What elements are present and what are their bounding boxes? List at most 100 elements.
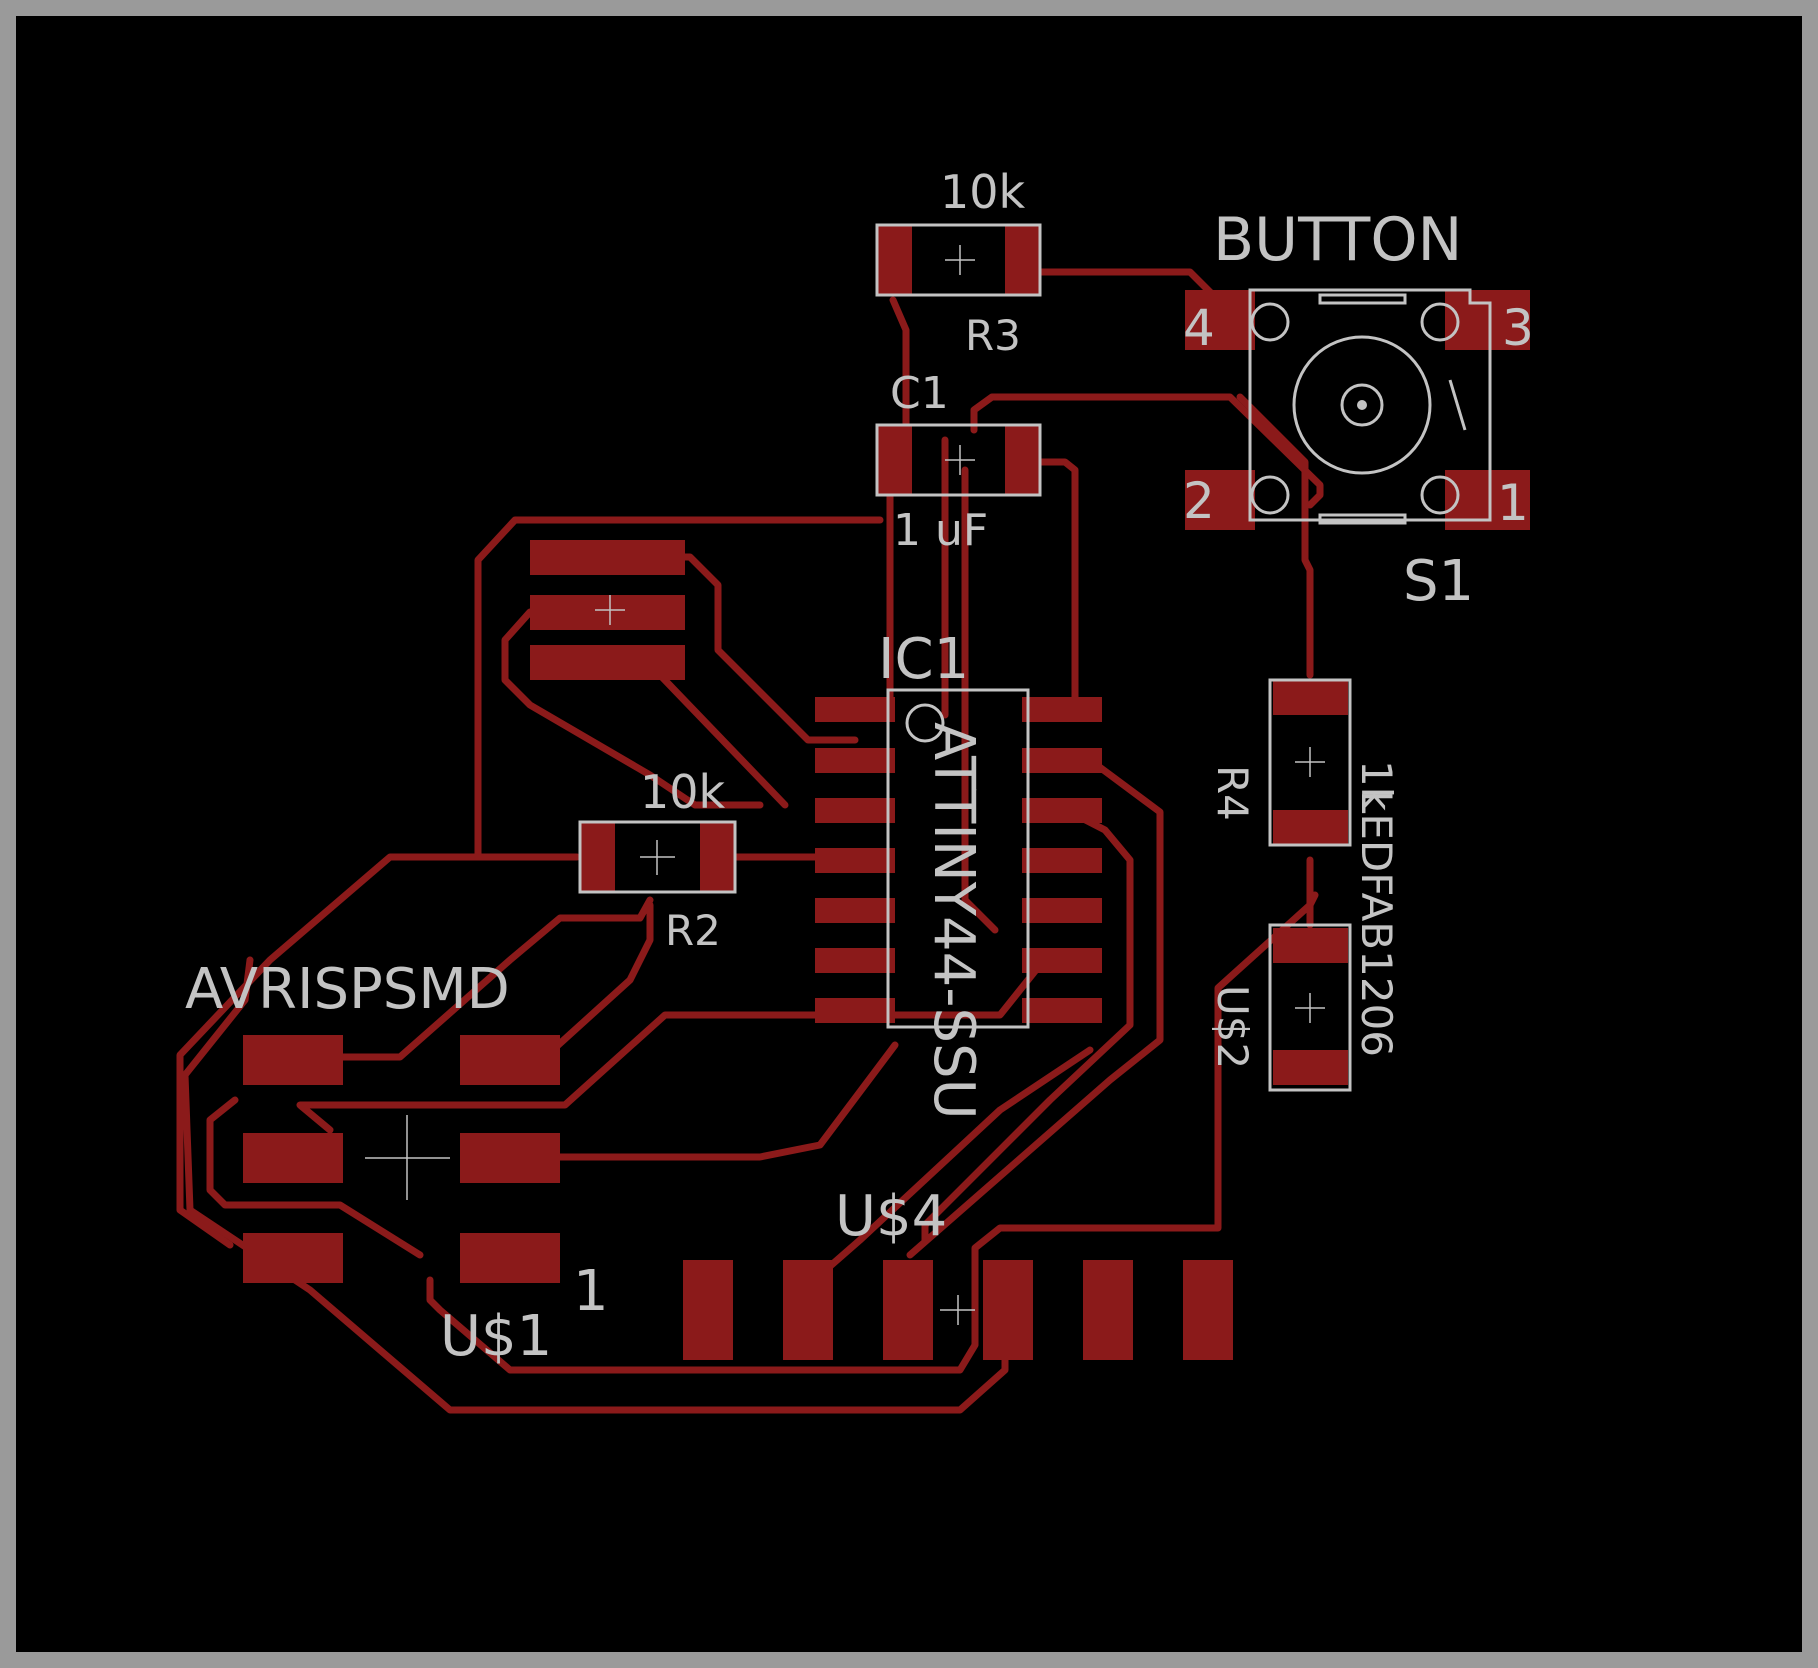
ic1-outline [886,688,1030,1029]
ic1-pin-3 [815,798,895,823]
s1-switch-line [1448,379,1467,431]
c1-pad-2 [1005,425,1040,495]
r3-pad-2 [1005,225,1040,295]
s1-hole-4 [1250,302,1290,342]
r2-pad-2 [700,822,735,892]
s1-name-label: S1 [1403,549,1474,614]
trace-c1-top-button [970,393,1324,509]
trace-ftdi-gnd [181,956,1009,1414]
r2-value-label: 10k [640,765,726,819]
s1-pin1-label: 1 [1497,474,1529,532]
c1-value-label: 1 uF [893,505,988,556]
ic1-pin-8 [1022,998,1102,1023]
s1-pin3-label: 3 [1502,299,1534,357]
ftdi-pad-3 [883,1260,933,1360]
isp-pad-3 [460,1133,560,1183]
s1-pad-4 [1185,290,1255,350]
ftdi-pad-1 [683,1260,733,1360]
ic1-pin1-marker [905,703,945,743]
s1-pad-2 [1185,470,1255,530]
ic1-pin-12 [1022,798,1102,823]
ic1-pin-10 [1022,898,1102,923]
r2-pad-1 [580,822,615,892]
isp-pad-6 [243,1035,343,1085]
u2-name-label: U$2 [1208,985,1257,1069]
ic1-name-label: IC1 [878,627,969,692]
s1-outline [1248,288,1492,522]
r4-value-label: 1k [1352,760,1401,812]
s1-hole-3 [1420,302,1460,342]
ftdi-pad-6 [1183,1260,1233,1360]
u1-pin1-label: 1 [573,1259,609,1324]
button-value-label: BUTTON [1213,205,1462,275]
trace-r2-left [176,853,581,1249]
r4-pad-1 [1273,680,1348,715]
s1-top-bar [1318,293,1407,305]
copper-pads [243,225,1530,1360]
trace-isp-mid-right [551,1041,899,1161]
c1-outline [875,423,1042,497]
r4-pad-2 [1273,810,1348,845]
trace-ic-right-2 [921,808,1134,1244]
ic1-value-label: ATTINY44-SSU [921,722,986,1120]
u4-name-label: U$4 [835,1184,947,1249]
trace-isp-miso [206,1096,424,1259]
trace-c1-ic-right [1036,458,1079,704]
trace-isp-to-r2 [336,896,654,1061]
s1-pin2-label: 2 [1183,472,1215,530]
ftdi-pad-2 [783,1260,833,1360]
ftdi-pad-4 [983,1260,1033,1360]
s1-circle-outer [1292,335,1432,475]
isp-pad-5 [460,1035,560,1085]
ic1-pin-11 [1022,848,1102,873]
u2-pad-1 [1273,928,1348,963]
u2-outline [1268,923,1352,1092]
s1-bottom-bar [1318,513,1407,525]
ic1-pin-5 [815,898,895,923]
c1-pad-1 [877,425,912,495]
r4-outline [1268,678,1352,847]
u1-name-label: U$1 [440,1304,552,1369]
ic1-pin-14 [1022,697,1102,722]
ic1-pin-9 [1022,948,1102,973]
silkscreen-labels: 10k R3 BUTTON S1 4 3 2 1 C1 1 uF IC1 ATT… [185,165,1534,1369]
trace-ic-right-1 [906,756,1164,1259]
r4-name-label: R4 [1208,765,1257,821]
trace-button-r4 [1236,393,1314,679]
r3-value-label: 10k [940,165,1026,219]
ic1-pin-4 [815,848,895,873]
u2-pad-2 [1273,1050,1348,1085]
r3-pad-1 [877,225,912,295]
isp-value-label: AVRISPSMD [185,957,510,1022]
ic1-pin-6 [815,948,895,973]
s1-circle-dot [1357,400,1367,410]
s1-circle-mid [1340,383,1384,427]
r3-name-label: R3 [965,311,1021,360]
r3-outline [875,223,1042,297]
ic1-pin-2 [815,748,895,773]
header-pad-1 [530,540,685,575]
header-pad-2 [530,595,685,630]
r2-outline [578,820,737,894]
s1-hole-1 [1420,475,1460,515]
trace-r3-c1 [889,296,910,430]
silkscreen [365,223,1492,1325]
ftdi-pad-5 [1083,1260,1133,1360]
trace-ftdi-vcc [426,891,1319,1374]
trace-header-mid [501,608,764,809]
ic1-pin-1 [815,697,895,722]
r2-name-label: R2 [665,906,721,955]
s1-pin4-label: 4 [1183,299,1215,357]
isp-pad-2 [243,1233,343,1283]
ic1-pin-13 [1022,748,1102,773]
ic1-pin-7 [815,998,895,1023]
c1-name-label: C1 [890,368,949,419]
trace-vcc-left [474,516,884,859]
isp-pad-1 [460,1233,560,1283]
header-pad-3 [530,645,685,680]
trace-ic-vertical-3 [961,466,999,934]
s1-hole-2 [1250,475,1290,515]
isp-pad-4 [243,1133,343,1183]
u2-value-label: LEDFAB1206 [1352,790,1401,1057]
